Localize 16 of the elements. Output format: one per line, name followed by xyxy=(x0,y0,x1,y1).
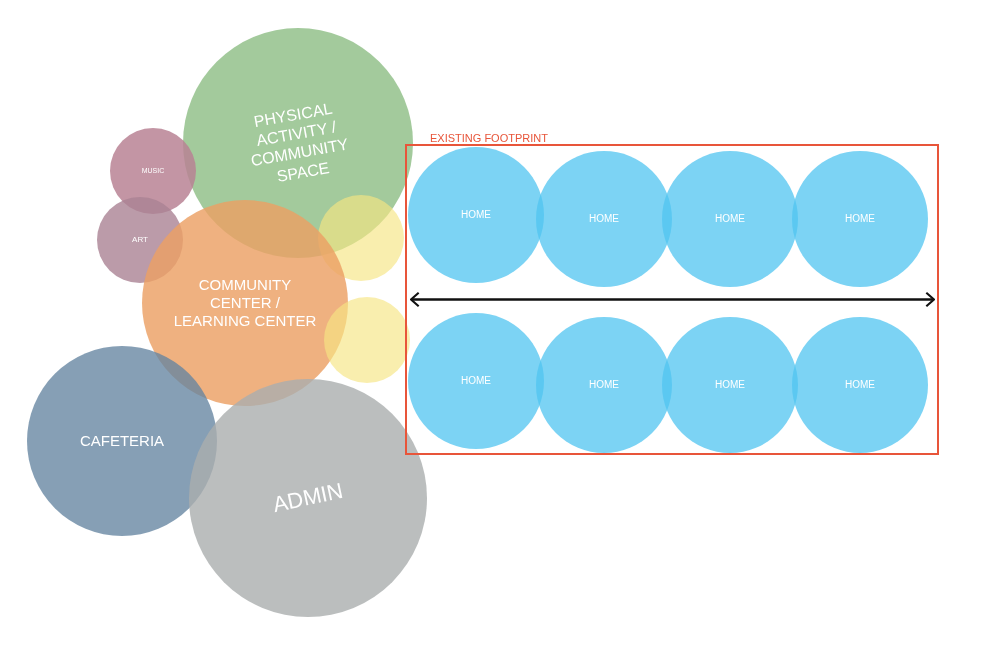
zone-label: CAFETERIA xyxy=(78,432,166,450)
zone-label: HOME xyxy=(714,379,746,391)
zone-label: ADMIN xyxy=(269,476,347,519)
double-arrow xyxy=(409,291,936,308)
zone-circle xyxy=(324,297,410,383)
zone-label: ART xyxy=(131,235,149,245)
zone-label: HOME xyxy=(460,209,492,221)
zone-label: HOME xyxy=(460,375,492,387)
zone-label: COMMUNITY CENTER / LEARNING CENTER xyxy=(172,276,318,330)
zone-label: HOME xyxy=(844,379,876,391)
zone-label: HOME xyxy=(588,213,620,225)
zone-title: EXISTING FOOTPRINT xyxy=(430,132,548,144)
zone-label: HOME xyxy=(588,379,620,391)
zone-label: HOME xyxy=(714,213,746,225)
zone-label: HOME xyxy=(844,213,876,225)
footprint-outline xyxy=(405,144,939,455)
